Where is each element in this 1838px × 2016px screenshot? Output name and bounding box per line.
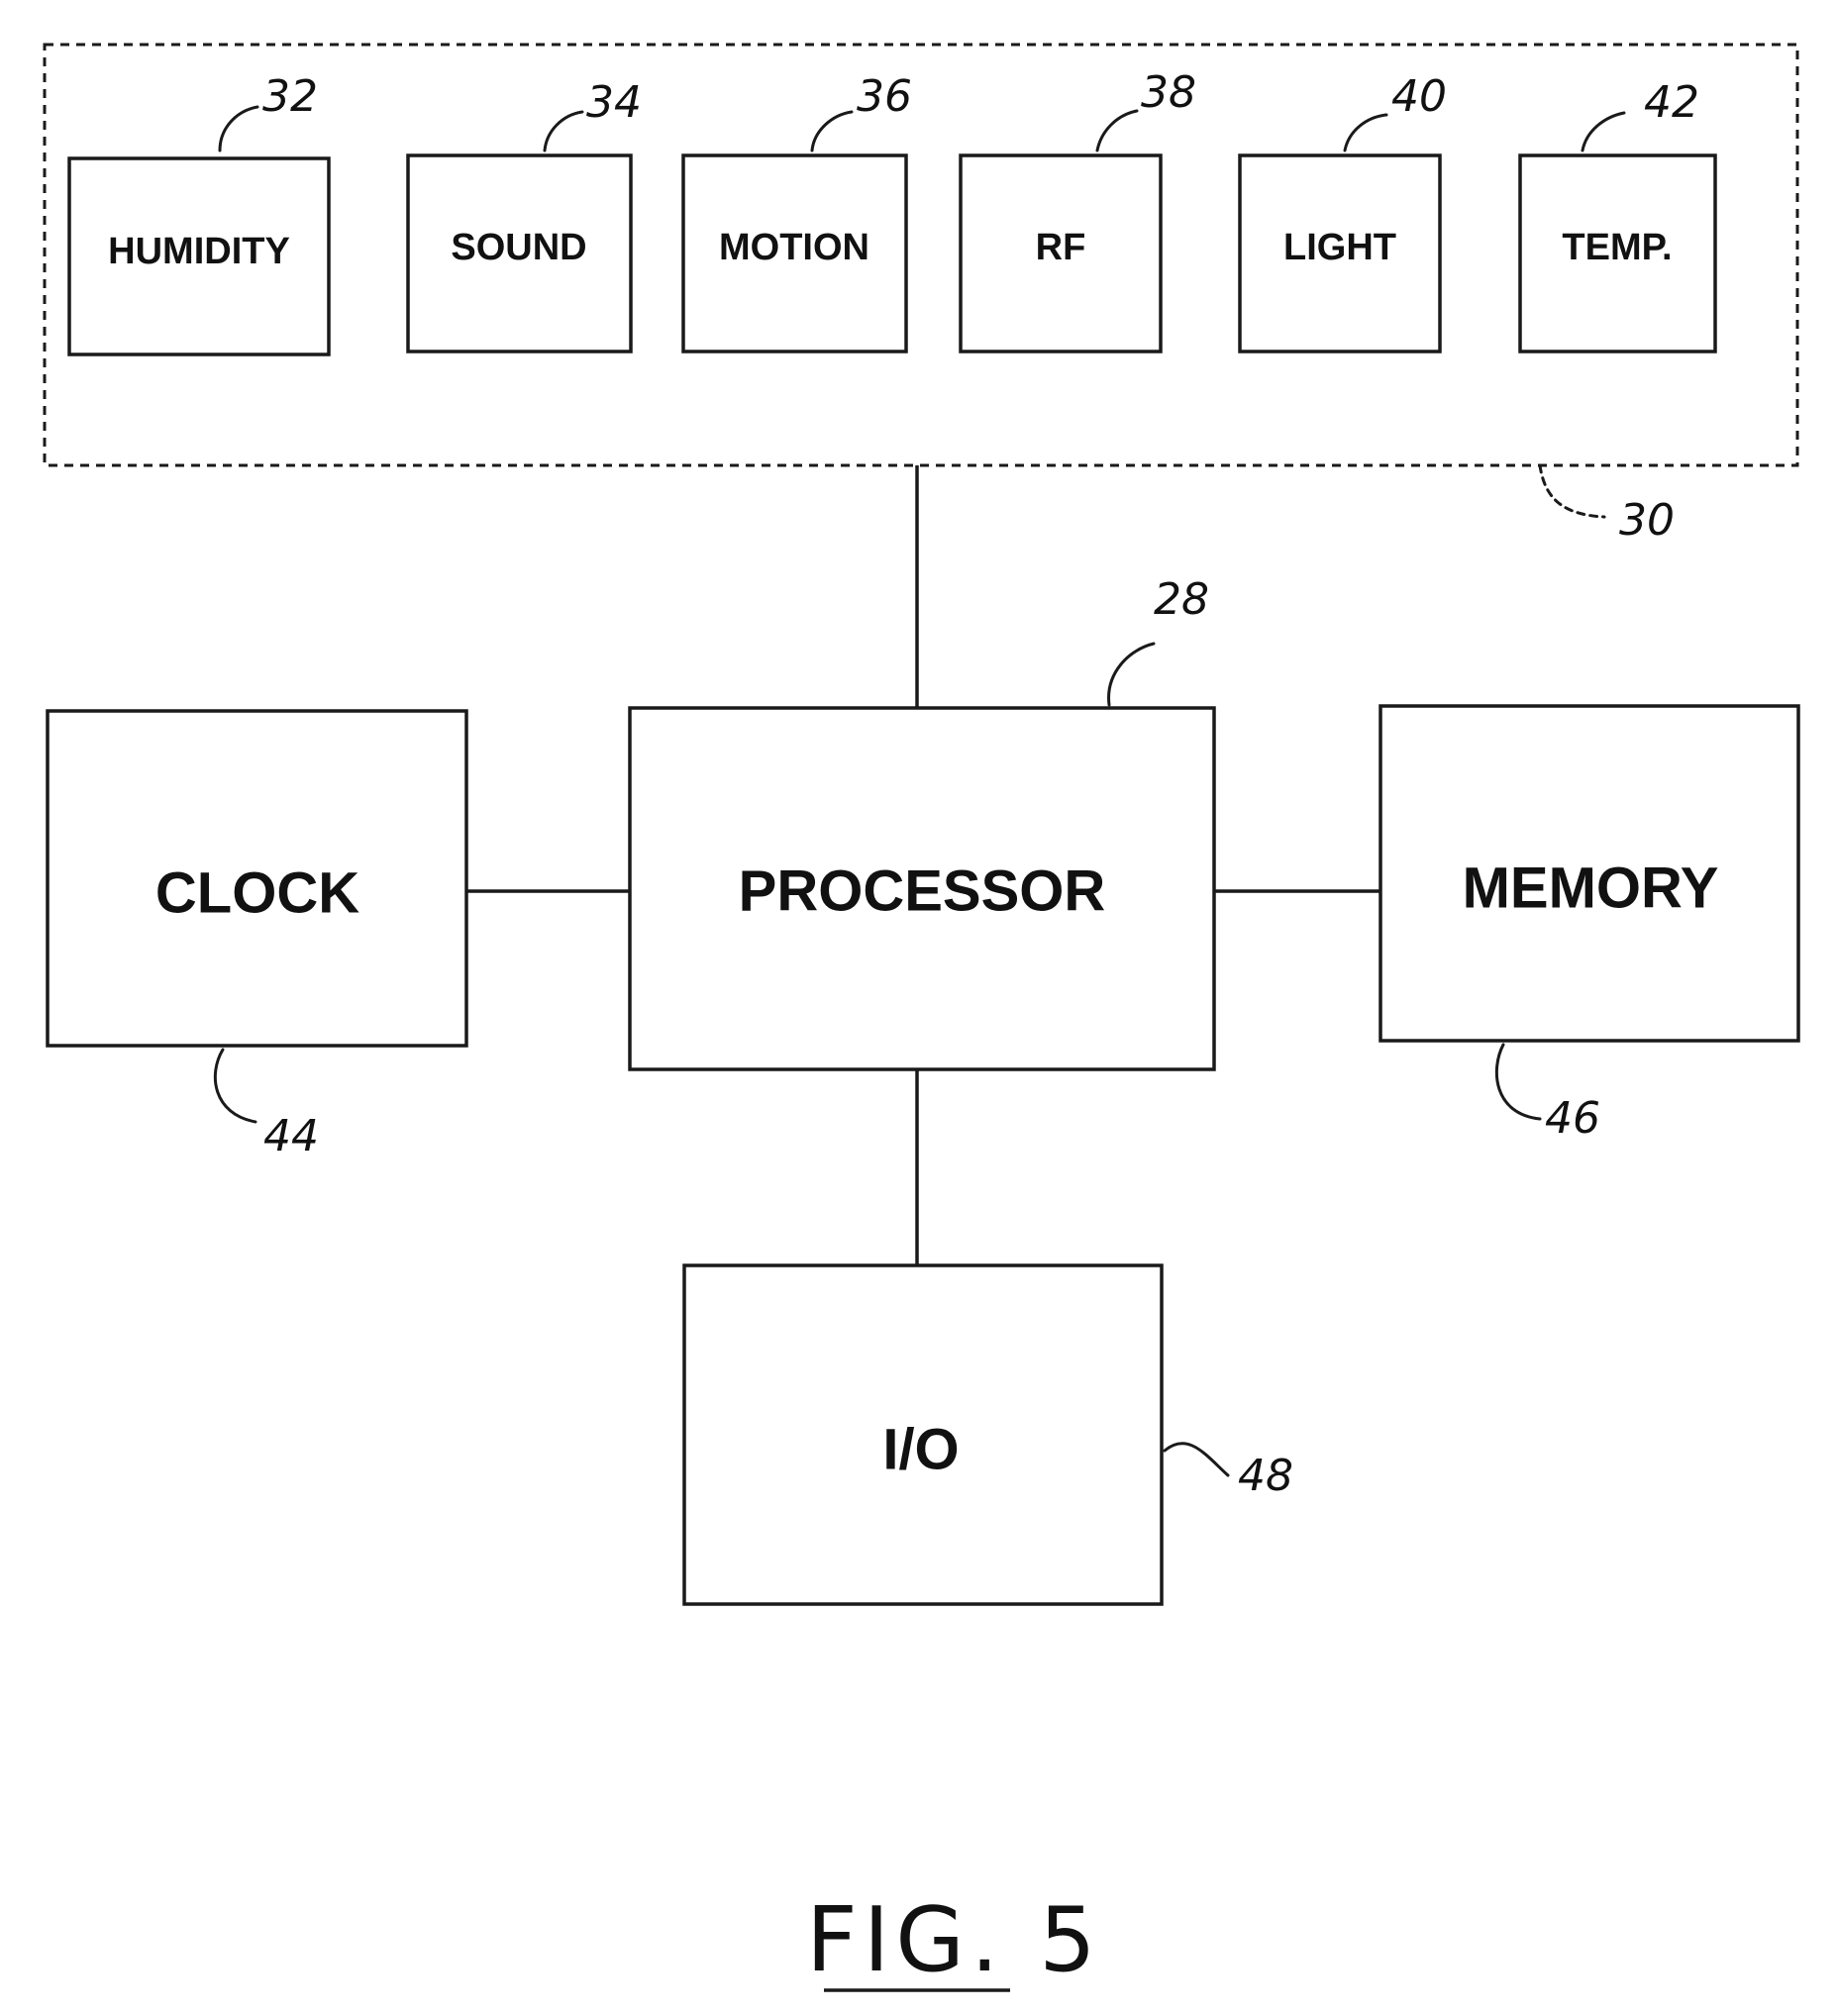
sound-sensor-ref: 34 xyxy=(586,77,642,128)
motion-sensor-label: MOTION xyxy=(719,227,869,268)
memory-leader xyxy=(1496,1045,1540,1119)
motion-sensor-ref: 36 xyxy=(857,71,912,122)
temp-sensor-leader xyxy=(1583,113,1624,151)
light-sensor-leader xyxy=(1345,115,1386,151)
sound-sensor-label: SOUND xyxy=(451,227,586,268)
clock-label: CLOCK xyxy=(155,860,359,925)
temp-sensor-label: TEMP. xyxy=(1562,227,1672,268)
rf-sensor-ref: 38 xyxy=(1141,67,1196,118)
humidity-sensor-ref: 32 xyxy=(262,71,318,122)
io-leader xyxy=(1165,1444,1228,1475)
temp-sensor-ref: 42 xyxy=(1644,77,1699,128)
io-ref: 48 xyxy=(1238,1451,1293,1501)
rf-sensor-leader xyxy=(1097,111,1137,151)
memory-label: MEMORY xyxy=(1463,856,1719,920)
light-sensor-ref: 40 xyxy=(1391,71,1447,122)
clock-leader xyxy=(215,1050,255,1122)
io-label: I/O xyxy=(882,1417,959,1481)
humidity-sensor-leader xyxy=(220,107,257,151)
processor-ref: 28 xyxy=(1154,574,1209,625)
sound-sensor-leader xyxy=(545,112,582,151)
sensor-group-ref: 30 xyxy=(1619,495,1675,546)
figure-label: FIG. 5 xyxy=(806,1888,1102,1992)
rf-sensor-label: RF xyxy=(1036,227,1086,268)
sensor-group-leader xyxy=(1540,465,1604,517)
motion-sensor-leader xyxy=(812,112,852,151)
humidity-sensor-label: HUMIDITY xyxy=(108,231,290,272)
light-sensor-label: LIGHT xyxy=(1283,227,1396,268)
clock-ref: 44 xyxy=(263,1111,319,1161)
processor-leader xyxy=(1109,644,1154,705)
processor-label: PROCESSOR xyxy=(739,858,1106,923)
memory-ref: 46 xyxy=(1545,1093,1600,1144)
